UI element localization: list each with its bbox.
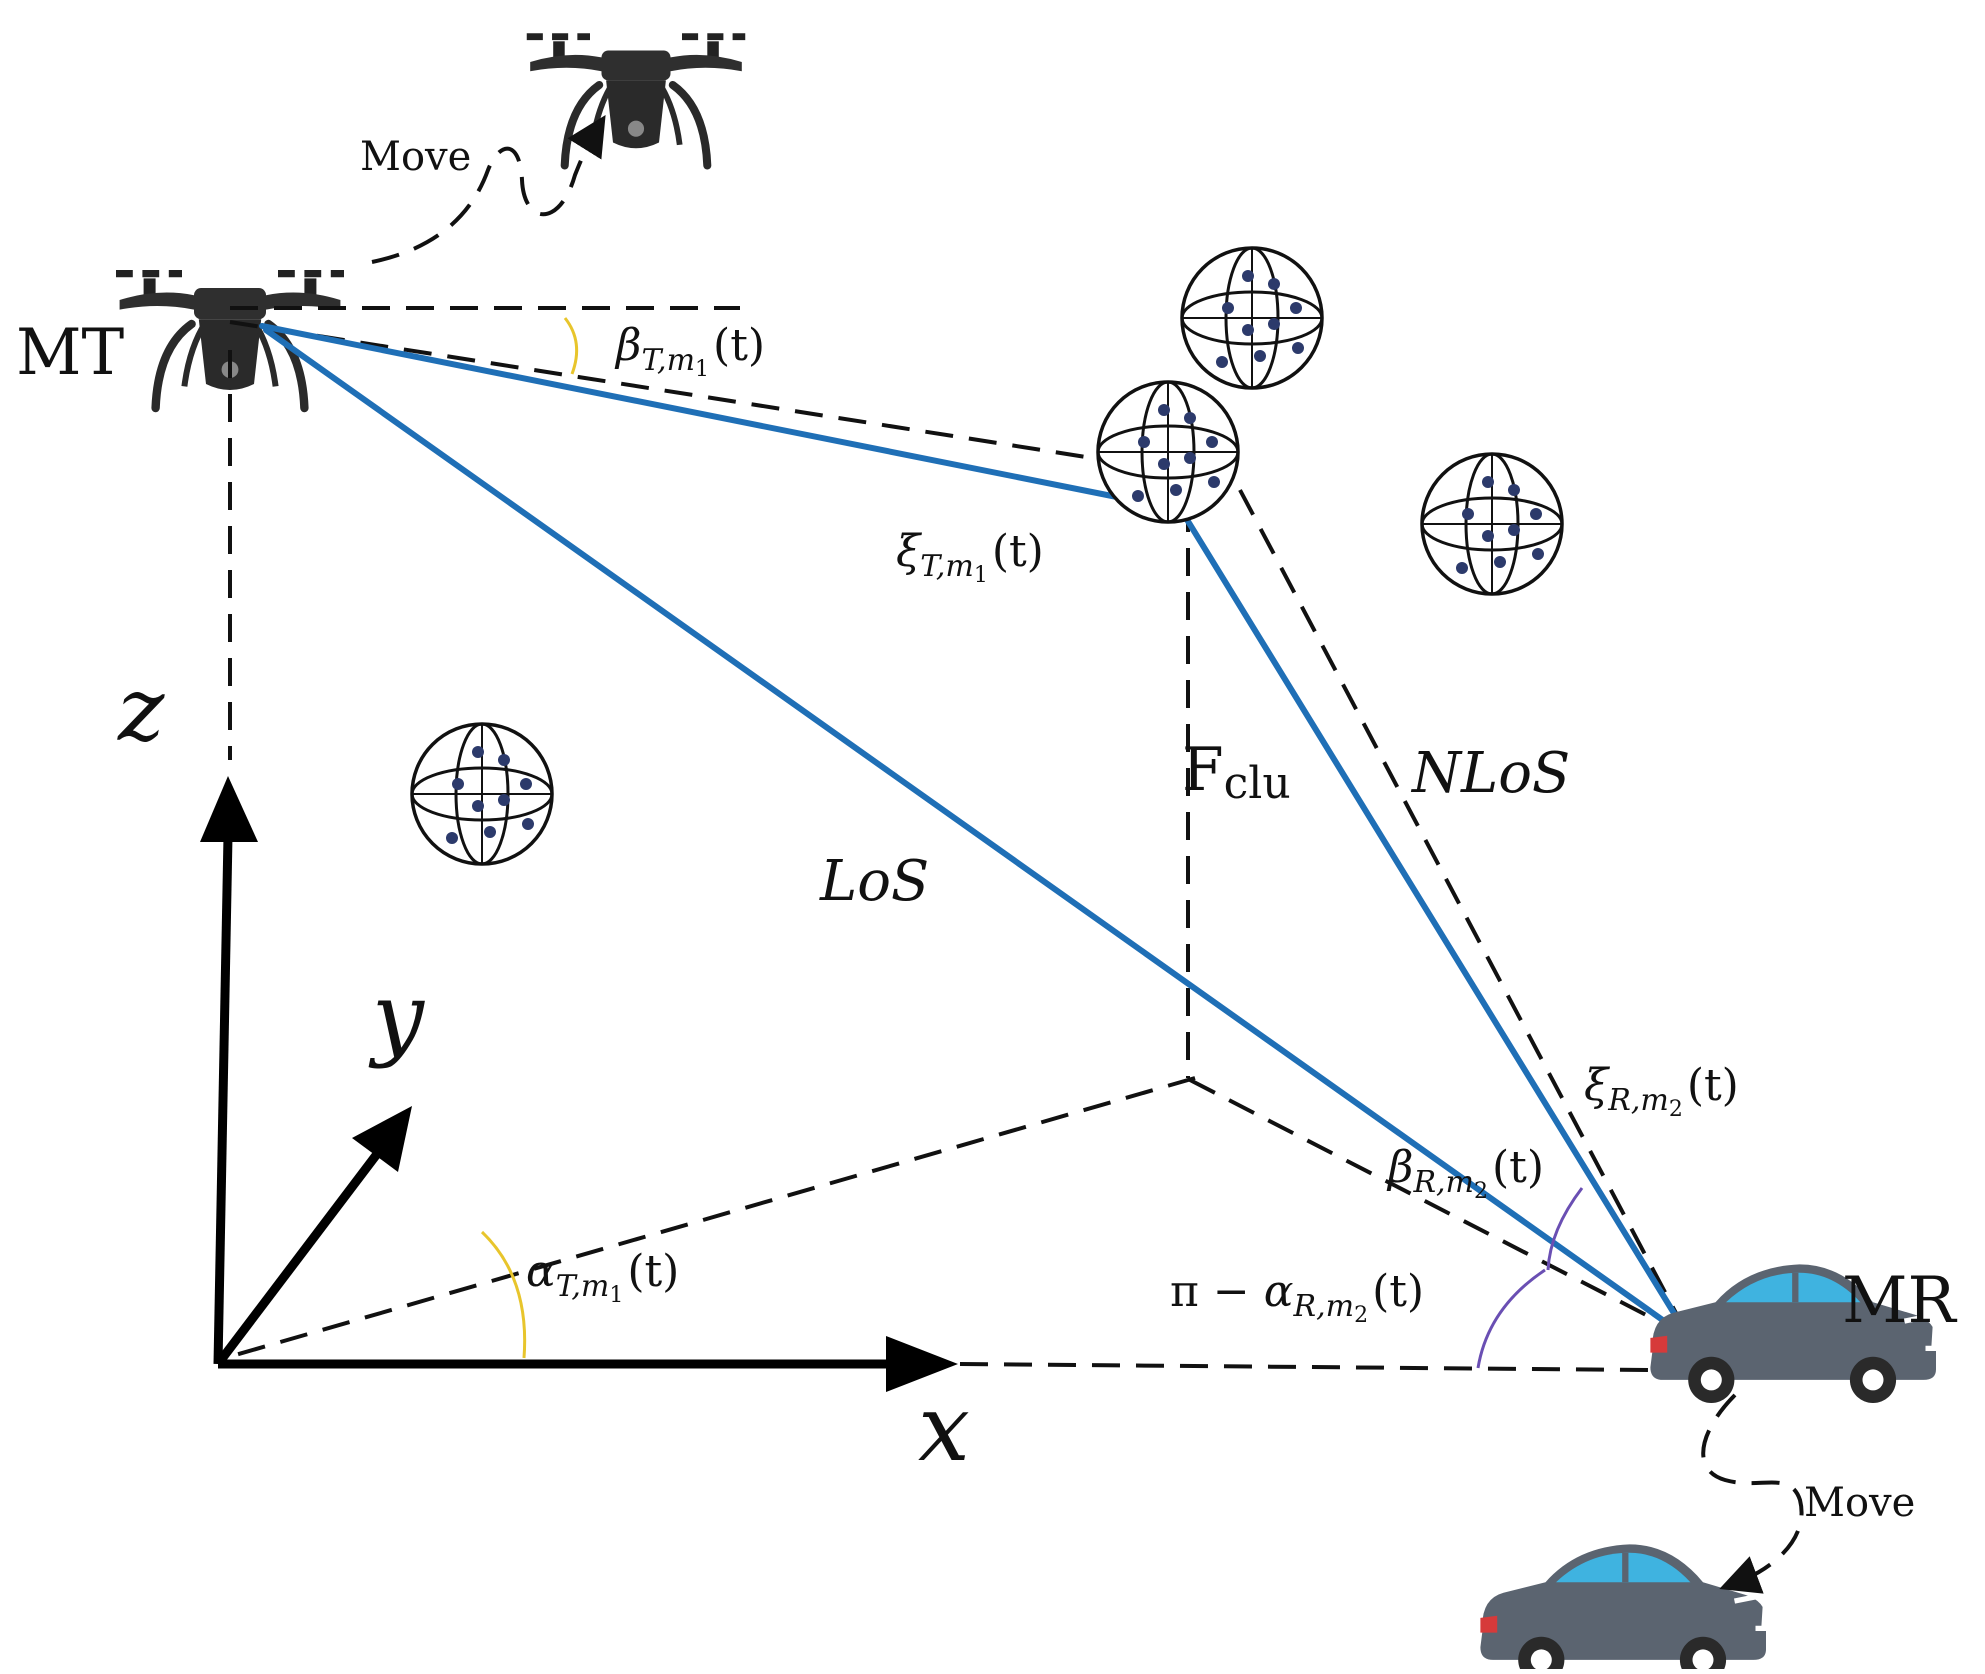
coordinate-axes: [200, 776, 958, 1392]
beta-t-label: βT,m1(t): [614, 320, 765, 382]
cluster-to-mr-path: [1175, 502, 1691, 1339]
car-move-path: [1701, 1393, 1804, 1594]
axis-z-label: z: [117, 658, 165, 761]
drone-icon: [116, 274, 344, 408]
drone-move-path: [371, 115, 606, 264]
alpha-r-arc: [1476, 1268, 1546, 1369]
car-icon: [1480, 1544, 1766, 1669]
car-move-label: Move: [1804, 1480, 1915, 1526]
alpha-t-arc: [480, 1230, 527, 1359]
mt-label: MT: [16, 316, 125, 390]
nlos-label: NLoS: [1410, 741, 1570, 806]
construction-lines: [217, 306, 1687, 1372]
beta-t-arc: [563, 317, 579, 375]
drone-icon: [527, 37, 746, 166]
scatterer-cluster-icon: [1096, 380, 1240, 524]
beta-r-label: βR,m2(t): [1386, 1142, 1544, 1204]
mr-label: MR: [1842, 1264, 1958, 1338]
mt-to-cluster-path: [259, 323, 1125, 501]
fclu-label: Fclu: [1182, 735, 1291, 809]
alpha-t-label: αT,m1(t): [526, 1246, 679, 1308]
scatterer-cluster-icon: [410, 722, 554, 866]
los-path: [263, 327, 1691, 1341]
scatterer-cluster-icon: [1180, 246, 1324, 390]
beta-r-arc: [1546, 1187, 1584, 1271]
drone-move-label: Move: [360, 134, 471, 180]
axis-x-label: x: [918, 1375, 970, 1482]
los-label: LoS: [819, 849, 929, 914]
pi-alpha-r-label: π − αR,m2(t): [1170, 1266, 1424, 1328]
xi-t-label: ξT,m1(t): [896, 526, 1044, 588]
xi-r-label: ξR,m2(t): [1584, 1060, 1739, 1122]
propagation-paths: [259, 323, 1691, 1341]
axis-y-label: y: [368, 963, 425, 1070]
scatterer-cluster-icon: [1420, 452, 1564, 596]
